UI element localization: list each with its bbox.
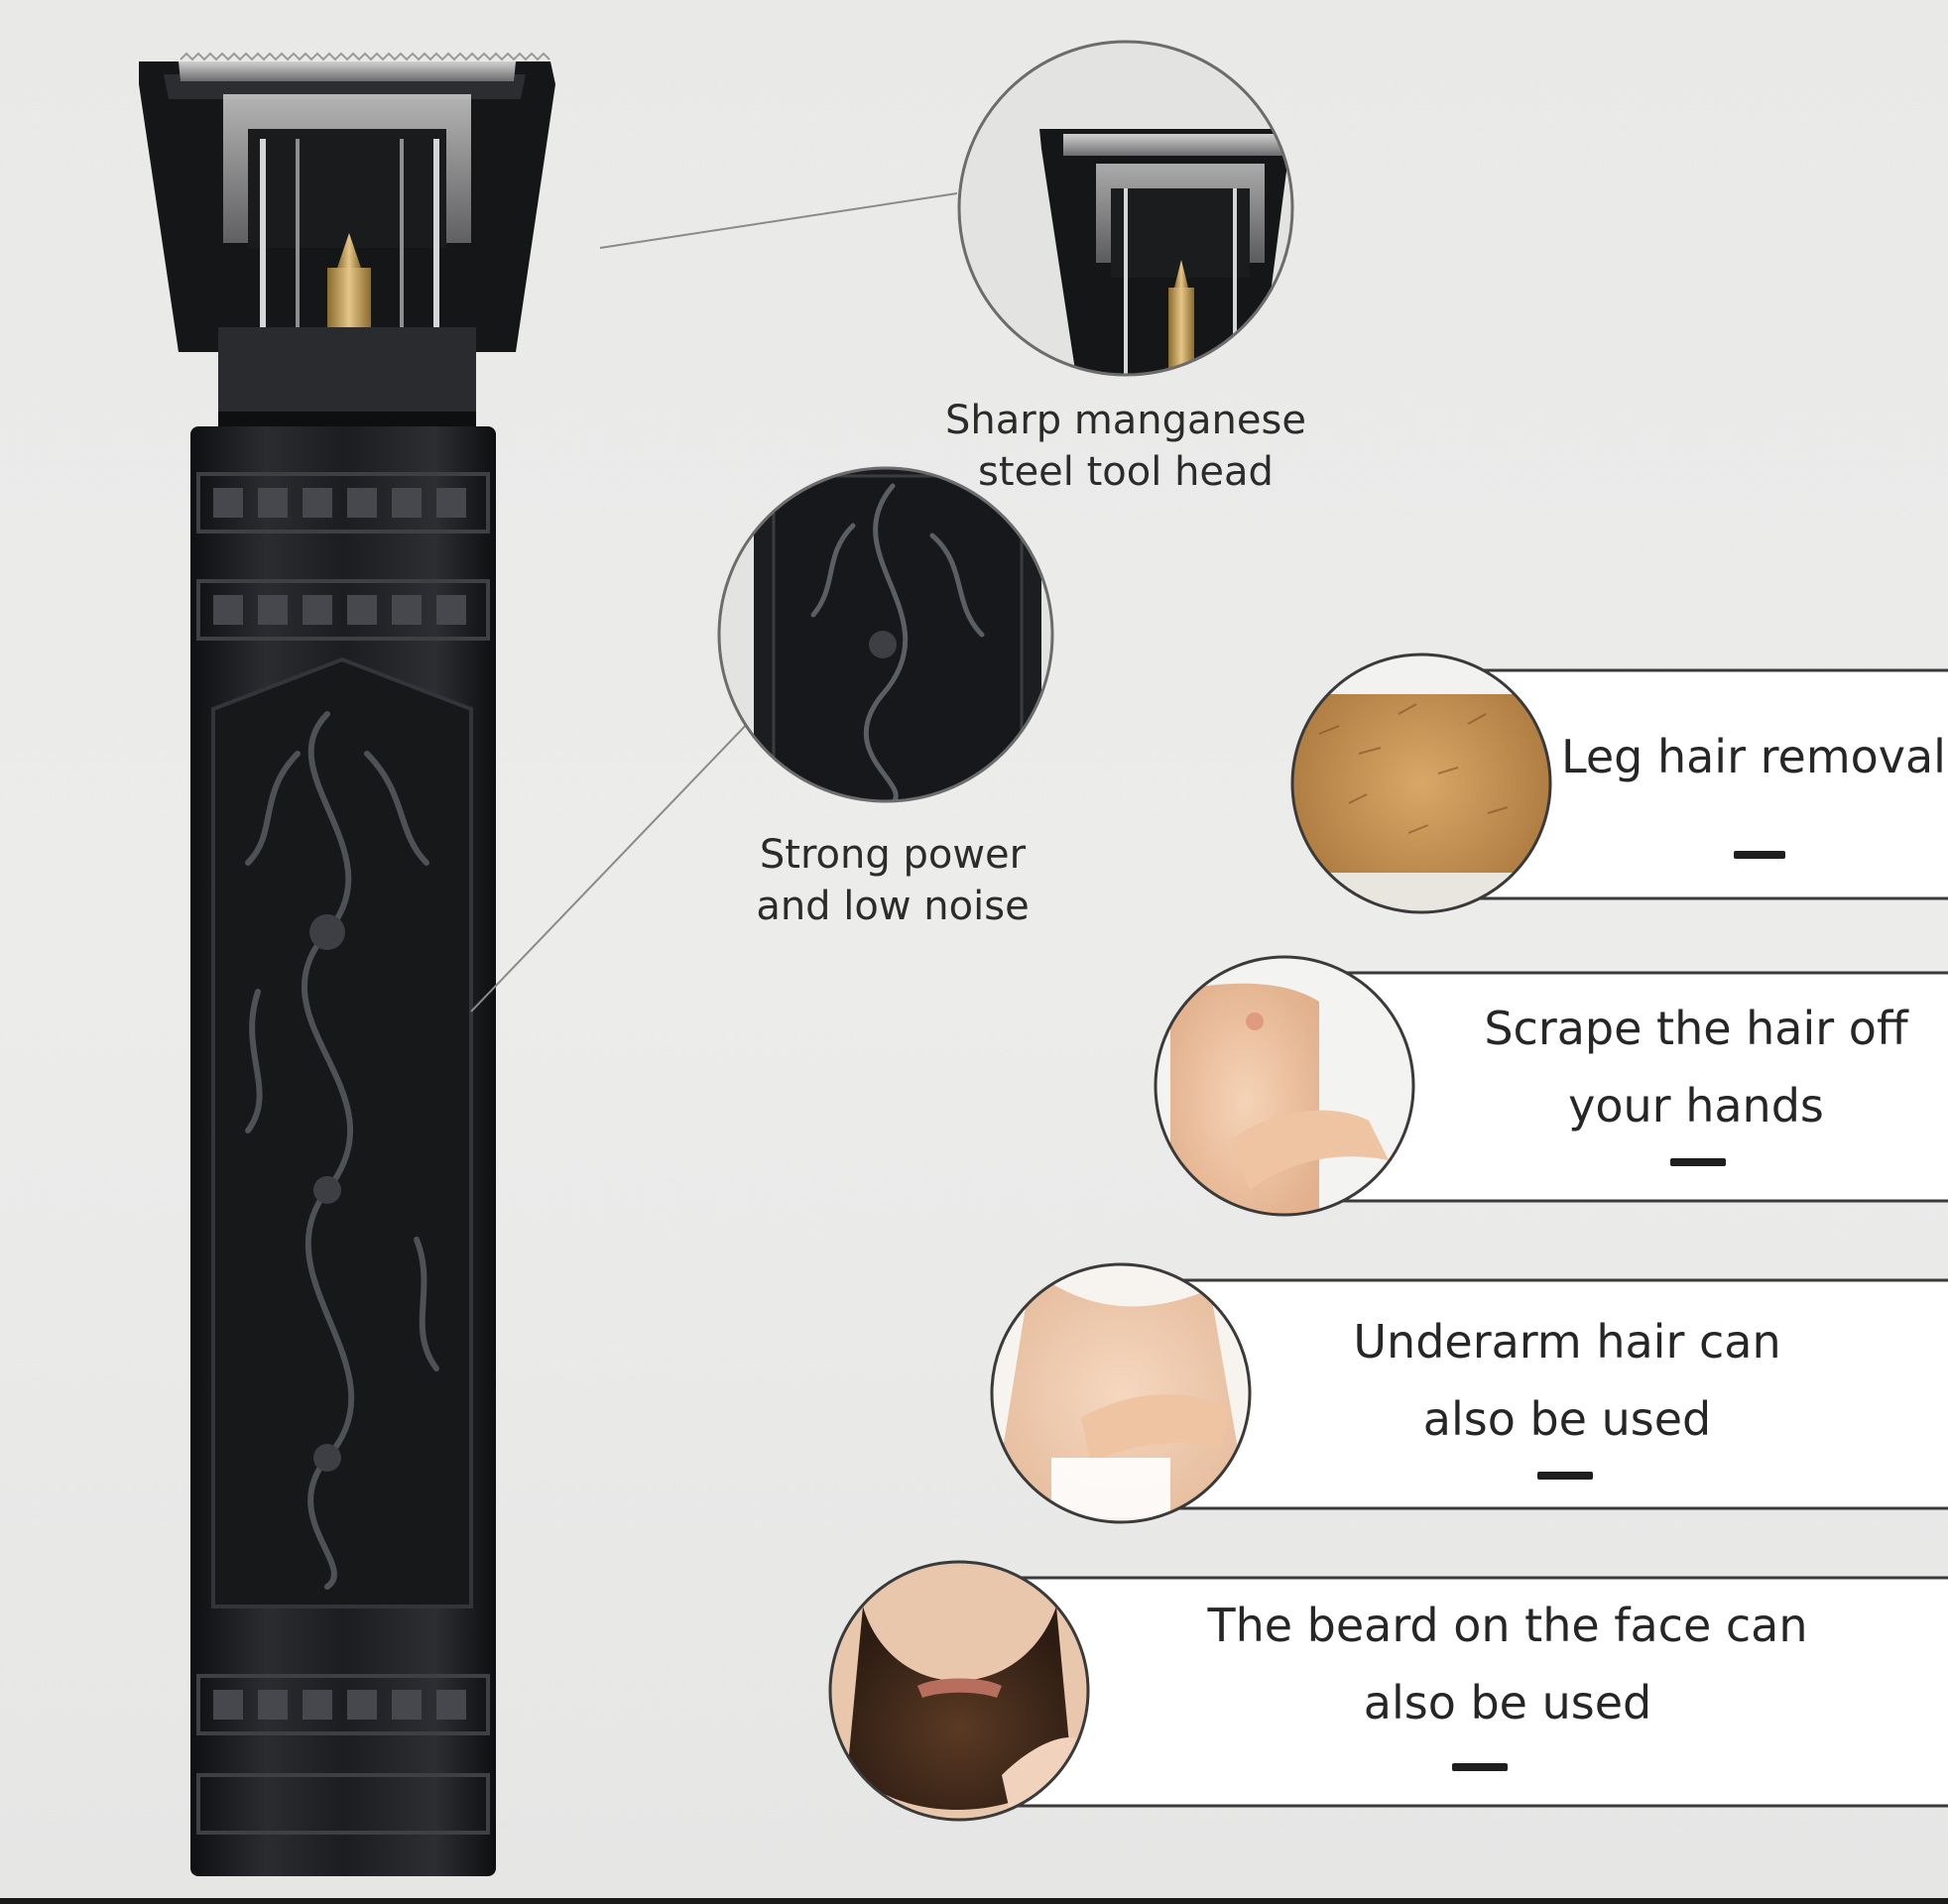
- feature-beard-line2: also be used: [1363, 1676, 1652, 1729]
- power-caption-line2: and low noise: [756, 884, 1030, 929]
- feature-hands-text: Scrape the hair off your hands: [1418, 990, 1948, 1144]
- underarm-photo: [990, 1262, 1252, 1524]
- feature-underarm-text: Underarm hair can also be used: [1289, 1303, 1845, 1458]
- power-caption-line1: Strong power: [759, 832, 1027, 878]
- power-caption: Strong power and low noise: [694, 829, 1091, 932]
- feature-hands-line1: Scrape the hair off: [1484, 1002, 1908, 1055]
- tool-head-caption-line2: steel tool head: [978, 449, 1274, 495]
- feature-hands-line2: your hands: [1568, 1079, 1824, 1132]
- dragon-engraving-detail: [717, 466, 1054, 803]
- tool-head-caption: Sharp manganese steel tool head: [927, 395, 1324, 498]
- feature-beard-text: The beard on the face can also be used: [1151, 1587, 1865, 1741]
- arm-skin-photo: [1154, 955, 1415, 1217]
- body-callout-line: [470, 718, 753, 1012]
- feature-leg-text: Leg hair removal: [1555, 718, 1948, 795]
- blade-head-detail: [957, 40, 1294, 377]
- feature-underarm-line1: Underarm hair can: [1353, 1315, 1781, 1368]
- bottom-edge-bar: [0, 1898, 1948, 1904]
- feature-beard-line1: The beard on the face can: [1207, 1599, 1808, 1652]
- feature-underarm-line2: also be used: [1422, 1392, 1712, 1446]
- trimmer-product: [139, 52, 555, 1876]
- head-callout-line: [599, 192, 958, 249]
- feature-leg-line1: Leg hair removal: [1561, 730, 1946, 783]
- feature-dashes: [1452, 851, 1785, 1771]
- beard-face-photo: [828, 1560, 1090, 1822]
- tool-head-caption-line1: Sharp manganese: [945, 398, 1306, 443]
